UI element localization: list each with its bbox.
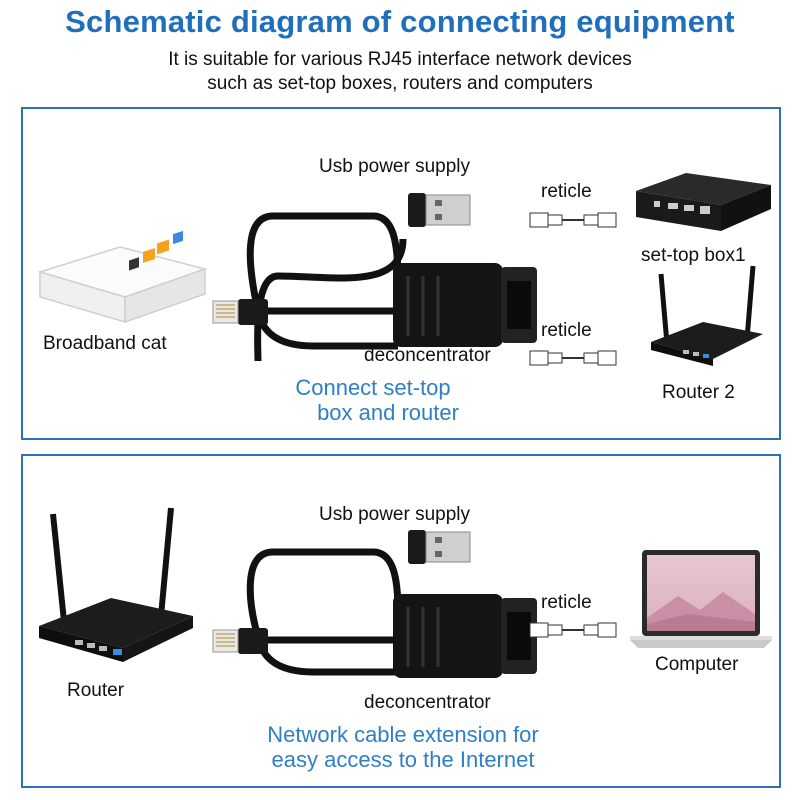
subtitle-line-2: such as set-top boxes, routers and compu… xyxy=(207,73,593,94)
reticle-cable-icon-bottom xyxy=(529,350,617,366)
reticle-cable-icon xyxy=(529,622,617,638)
panel-1-caption-line-1: Connect set-top xyxy=(295,375,451,400)
panel-cable-extension: Router Usb power supply deconcentrator r… xyxy=(21,454,781,788)
set-top-box-label: set-top box1 xyxy=(641,245,746,266)
deconcentrator-label-2: deconcentrator xyxy=(364,692,491,713)
router-icon xyxy=(39,507,193,662)
broadband-cat-label: Broadband cat xyxy=(43,333,167,354)
panel-settop-router: Broadband cat Usb power supply deconcent… xyxy=(21,107,781,440)
set-top-box-icon xyxy=(636,173,771,231)
splitter-cable-icon xyxy=(212,193,537,362)
subtitle-line-1: It is suitable for various RJ45 interfac… xyxy=(168,49,632,70)
usb-power-supply-label: Usb power supply xyxy=(319,156,471,177)
diagram-title: Schematic diagram of connecting equipmen… xyxy=(65,4,735,39)
laptop-computer-icon xyxy=(630,550,772,648)
router-2-icon xyxy=(651,265,763,366)
usb-power-supply-label-2: Usb power supply xyxy=(319,504,471,525)
panel-1-caption: Connect set-top box and router xyxy=(243,375,503,425)
router-label: Router xyxy=(67,680,125,701)
panel-1-caption-line-2: box and router xyxy=(317,400,459,425)
panel-2-caption: Network cable extension for easy access … xyxy=(233,722,573,772)
router-2-label: Router 2 xyxy=(662,382,735,403)
reticle-label-bottom: reticle xyxy=(541,320,592,341)
broadband-modem-icon xyxy=(37,230,208,324)
splitter-cable-icon-2 xyxy=(212,530,537,678)
diagram-subtitle: It is suitable for various RJ45 interfac… xyxy=(0,48,800,96)
panel-2-caption-line-2: easy access to the Internet xyxy=(271,747,535,772)
deconcentrator-label: deconcentrator xyxy=(364,345,491,366)
reticle-cable-icon-top xyxy=(529,212,617,228)
reticle-label-top: reticle xyxy=(541,181,592,202)
reticle-label: reticle xyxy=(541,592,592,613)
panel-2-caption-line-1: Network cable extension for xyxy=(267,722,539,747)
computer-label: Computer xyxy=(655,654,739,675)
